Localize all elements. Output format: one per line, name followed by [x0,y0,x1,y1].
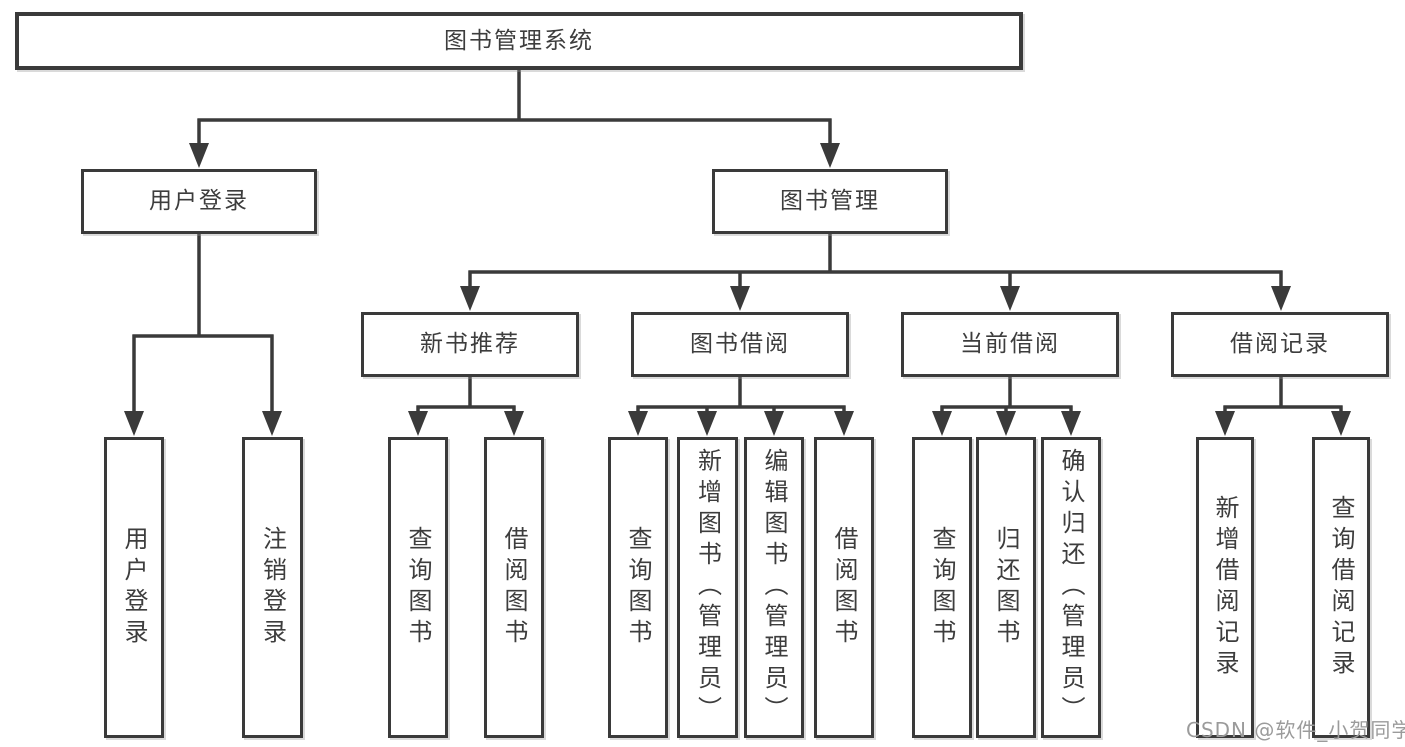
node-label: 借阅记录 [1230,331,1330,357]
leaf-user-login: 用户登录 [104,437,164,738]
leaf-query-borrow-record: 查询借阅记录 [1312,437,1370,738]
node-label: 借阅图书 [830,525,858,650]
node-label: 新增借阅记录 [1211,494,1239,681]
node-book-management: 图书管理 [712,169,948,234]
node-label: 当前借阅 [960,331,1060,357]
leaf-add-borrow-record: 新增借阅记录 [1196,437,1254,738]
node-label: 查询图书 [624,525,652,650]
leaf-query-books-3: 查询图书 [912,437,972,738]
node-label: 图书管理 [780,188,880,214]
node-label: 用户登录 [120,525,148,650]
leaf-query-books-1: 查询图书 [388,437,448,738]
csdn-watermark: CSDN @软件_小贺同学 [1186,718,1405,742]
node-borrowing-records: 借阅记录 [1171,312,1389,377]
leaf-return-books: 归还图书 [976,437,1036,738]
node-label: 归还图书 [992,525,1020,650]
node-label: 查询图书 [928,525,956,650]
leaf-query-books-2: 查询图书 [608,437,668,738]
leaf-borrow-books-1: 借阅图书 [484,437,544,738]
node-label: 图书管理系统 [444,27,594,54]
node-new-book-recommendation: 新书推荐 [361,312,579,377]
node-label: 编辑图书（管理员） [760,448,788,727]
leaf-confirm-return-admin: 确认归还（管理员） [1041,437,1101,738]
leaf-add-book-admin: 新增图书（管理员） [677,437,738,738]
node-label: 注销登录 [258,525,287,650]
node-user-login: 用户登录 [81,169,317,234]
leaf-logout: 注销登录 [242,437,303,738]
node-label: 借阅图书 [500,525,528,650]
node-label: 确认归还（管理员） [1057,448,1085,727]
node-label: 查询借阅记录 [1327,494,1355,681]
node-current-borrowing: 当前借阅 [901,312,1119,377]
leaf-borrow-books-2: 借阅图书 [814,437,874,738]
leaf-edit-book-admin: 编辑图书（管理员） [744,437,804,738]
node-label: 新书推荐 [420,331,520,357]
node-label: 用户登录 [149,188,249,214]
node-label: 新增图书（管理员） [693,448,722,727]
node-label: 图书借阅 [690,331,790,357]
node-label: 查询图书 [404,525,432,650]
node-library-management-system: 图书管理系统 [15,12,1023,70]
node-book-borrowing: 图书借阅 [631,312,849,377]
